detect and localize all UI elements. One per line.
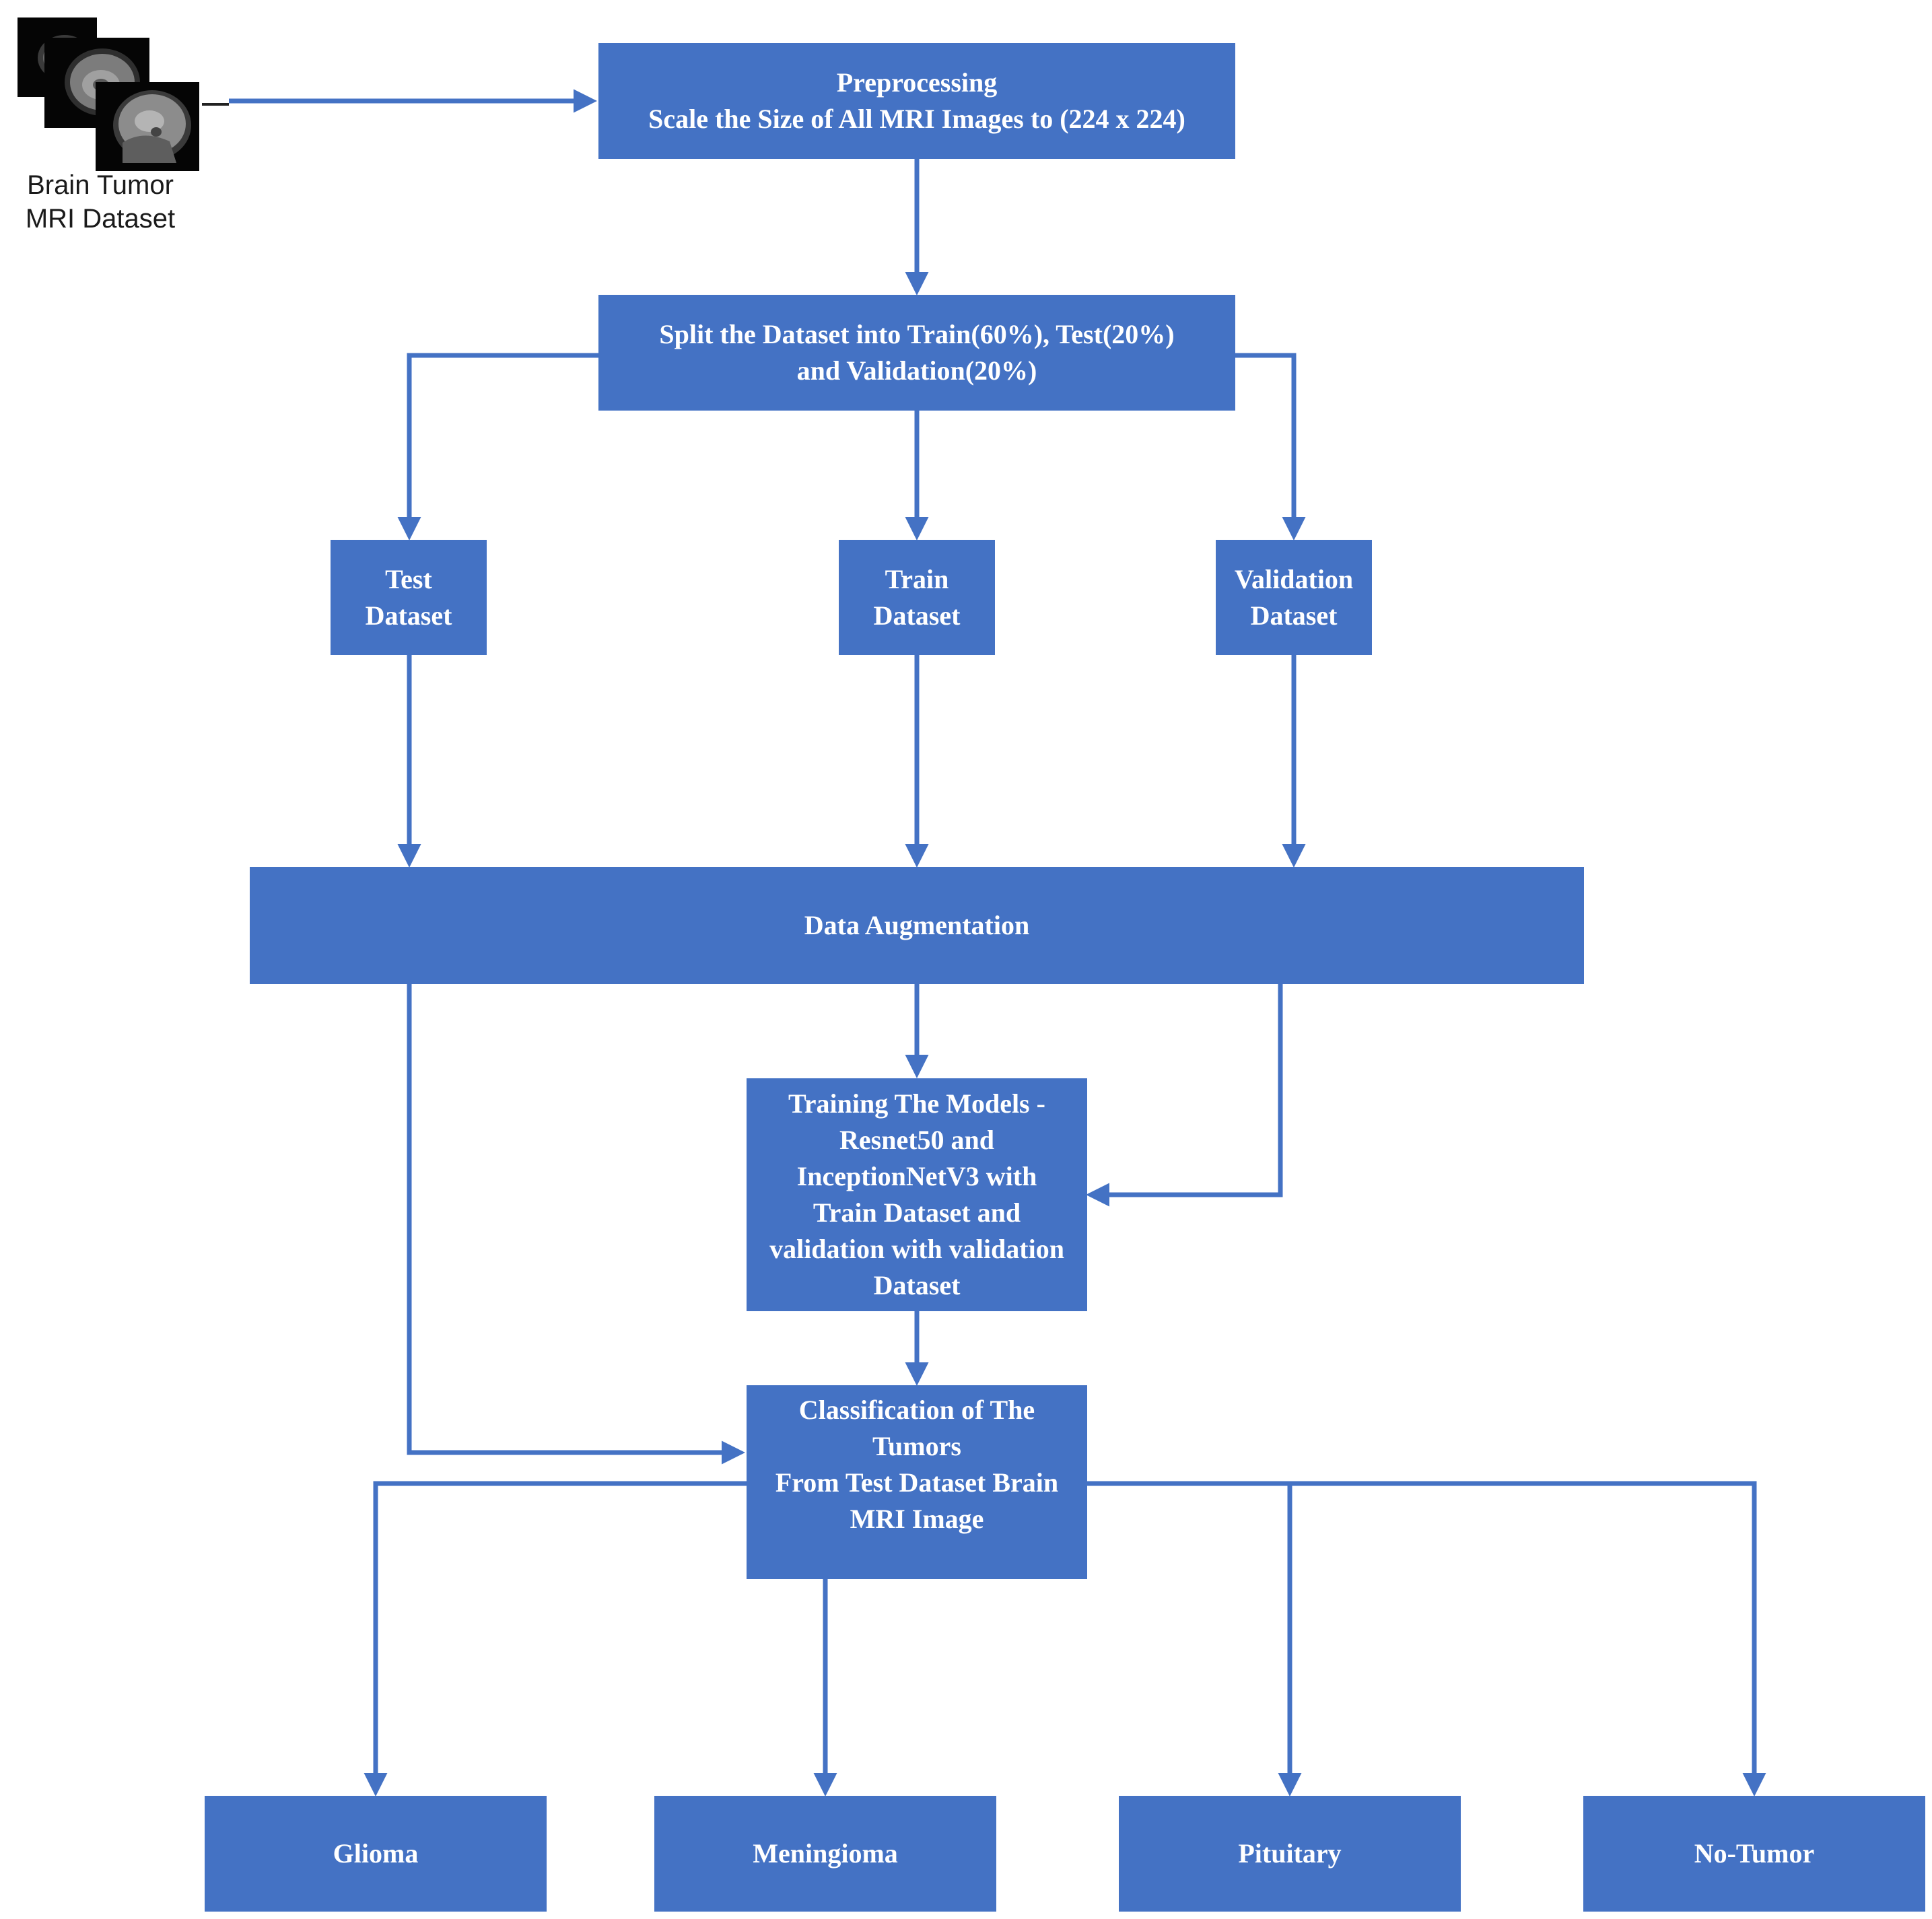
- data-augmentation-box: Data Augmentation: [250, 867, 1584, 984]
- test-dataset-box: Test Dataset: [331, 540, 487, 655]
- train-dataset-box: Train Dataset: [839, 540, 995, 655]
- preprocessing-box: Preprocessing Scale the Size of All MRI …: [598, 43, 1235, 159]
- training-models-box: Training The Models - Resnet50 and Incep…: [747, 1078, 1087, 1311]
- dataset-label: Brain Tumor MRI Dataset: [25, 170, 176, 234]
- arrow-split-to-validation: [1235, 353, 1306, 540]
- validation-dataset-box: Validation Dataset: [1216, 540, 1372, 655]
- arrow-split-to-test: [397, 353, 598, 540]
- no-tumor-box: No-Tumor: [1583, 1796, 1925, 1912]
- arrow-classification-to-notumor: [1290, 1481, 1766, 1796]
- split-dataset-box: Split the Dataset into Train(60%), Test(…: [598, 295, 1235, 411]
- arrow-augmentation-to-classification: [407, 984, 745, 1465]
- pituitary-box: Pituitary: [1119, 1796, 1461, 1912]
- arrow-classification-to-pituitary: [1086, 1481, 1302, 1796]
- classification-box: Classification of The Tumors From Test D…: [747, 1385, 1087, 1579]
- arrow-classification-to-glioma: [364, 1481, 747, 1796]
- meningioma-box: Meningioma: [654, 1796, 996, 1912]
- arrow-augmentation-to-training-side: [1086, 984, 1283, 1207]
- mri-thumbnail-3: [96, 82, 199, 171]
- glioma-box: Glioma: [205, 1796, 547, 1912]
